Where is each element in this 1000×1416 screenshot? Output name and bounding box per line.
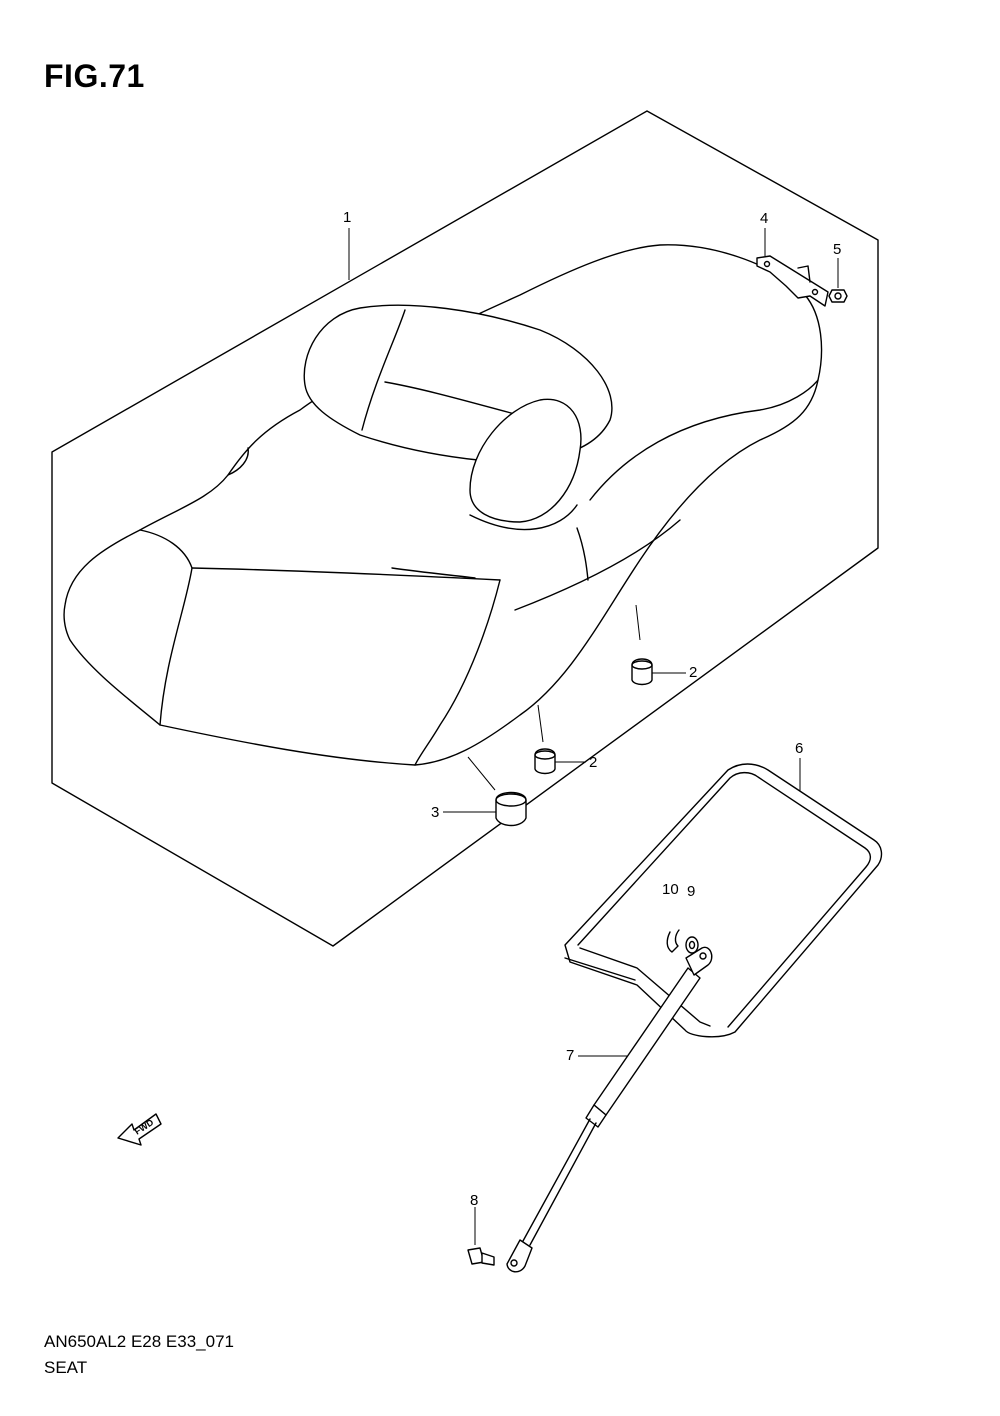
callout-4: 4 xyxy=(760,210,769,227)
bracket-part[interactable] xyxy=(756,255,829,307)
gas-strut-part[interactable] xyxy=(506,946,713,1273)
callout-10: 10 xyxy=(662,881,679,898)
callout-3: 3 xyxy=(431,804,440,821)
callout-2a: 2 xyxy=(689,664,698,681)
callout-7: 7 xyxy=(566,1047,575,1064)
callout-2b: 2 xyxy=(589,754,598,771)
figure-title: FIG.71 xyxy=(44,58,145,94)
washer-part[interactable] xyxy=(685,936,699,954)
callout-9: 9 xyxy=(687,883,696,900)
callout-8: 8 xyxy=(470,1192,479,1209)
clip-part[interactable] xyxy=(666,929,680,953)
seat-part[interactable] xyxy=(63,244,823,766)
fwd-arrow-icon: FWD xyxy=(117,1113,162,1146)
grommet-part[interactable] xyxy=(495,791,527,827)
figure-code: AN650AL2 E28 E33_071 xyxy=(44,1332,234,1351)
callout-1: 1 xyxy=(343,209,352,226)
callout-5: 5 xyxy=(833,241,842,258)
assembly-boundary xyxy=(51,110,879,947)
cushion-part-a[interactable] xyxy=(631,658,653,686)
frame-part[interactable] xyxy=(564,763,883,1038)
bolt-part[interactable] xyxy=(467,1247,495,1266)
nut-part[interactable] xyxy=(828,289,848,303)
callout-6: 6 xyxy=(795,740,804,757)
figure-name: SEAT xyxy=(44,1358,88,1377)
cushion-part-b[interactable] xyxy=(534,748,556,775)
